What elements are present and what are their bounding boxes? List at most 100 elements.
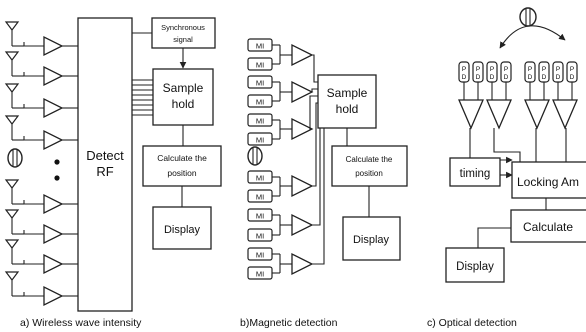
caption-c: c) Optical detection	[427, 317, 517, 329]
amplifier-icon	[24, 129, 78, 151]
calc-position-label-1-a: Calculate the	[157, 153, 207, 163]
ellipsis-dots	[54, 159, 60, 181]
amplifier-icon	[24, 193, 78, 215]
capsule-icon	[247, 146, 263, 166]
mi-sensor: MI	[247, 189, 273, 203]
mi-sensor: MI	[247, 247, 273, 261]
amplifier-icon	[291, 43, 314, 67]
antenna-icon	[4, 115, 25, 141]
amp-output-wire	[311, 88, 318, 92]
mi-sensor: MI	[247, 94, 273, 108]
calc-position-box-b	[331, 145, 408, 187]
photodiode-label: P	[476, 66, 480, 73]
amp1-to-lock-wire	[469, 128, 513, 164]
amplifier-icon	[524, 92, 550, 130]
amp-output-wire	[312, 54, 318, 83]
capsule-icon	[7, 148, 23, 168]
amplifier-row-c	[458, 92, 578, 130]
photodiode-label: P	[570, 66, 574, 73]
amplifier-icon	[291, 117, 314, 141]
mi-sensor: MI	[247, 75, 273, 89]
antenna-icon	[4, 271, 25, 297]
amplifier-icon	[291, 252, 314, 276]
timing-label: timing	[460, 168, 491, 180]
antenna-column	[4, 21, 25, 297]
mi-label: MI	[256, 193, 264, 202]
mi-label: MI	[256, 174, 264, 183]
photodiode-icon: PD	[552, 61, 564, 92]
mi-sensor: MI	[247, 113, 273, 127]
mi-sensor: MI	[247, 132, 273, 146]
display-box-c	[445, 247, 505, 283]
detect-rf-box	[77, 17, 133, 312]
calc-position-label-2-b: position	[355, 169, 383, 178]
photodiode-label: P	[528, 66, 532, 73]
amp-output-wire	[312, 116, 325, 265]
caption-a: a) Wireless wave intensity	[20, 317, 142, 329]
antenna-icon	[4, 179, 25, 205]
panel-a: Detect RF Synchronous signal Sample hold…	[4, 17, 222, 329]
mi-sensor: MI	[247, 266, 273, 280]
sample-hold-box-a	[152, 68, 214, 126]
amplifier-icon	[24, 65, 78, 87]
photodiode-label: D	[570, 74, 575, 81]
locking-amp-box	[511, 161, 586, 199]
amplifier-icon	[24, 35, 78, 57]
photodiode-label: D	[476, 74, 481, 81]
calc-to-display-wire-c	[477, 227, 511, 248]
photodiode-icon: PD	[566, 61, 578, 92]
amplifier-icon	[291, 174, 314, 198]
mi-sensor: MI	[247, 228, 273, 242]
sync-signal-label-2: signal	[173, 35, 193, 44]
display-box-a	[152, 206, 212, 250]
mi-label: MI	[256, 117, 264, 126]
photodiode-label: D	[528, 74, 533, 81]
photodiode-icon: PD	[472, 61, 484, 92]
antenna-icon	[4, 239, 25, 265]
detect-to-sample-bus	[132, 79, 153, 116]
curved-arrow-icon	[499, 25, 566, 49]
calc-position-box-a	[142, 145, 222, 187]
amplifier-icon	[486, 92, 512, 130]
calculate-box-c	[510, 209, 586, 243]
display-label-c: Display	[456, 261, 494, 273]
antenna-icon	[4, 21, 25, 47]
detect-rf-label-2: RF	[96, 164, 113, 179]
amp-output-wire	[309, 95, 318, 130]
antenna-icon	[4, 51, 25, 77]
display-box-b	[342, 216, 401, 261]
photodiode-label: P	[490, 66, 494, 73]
detect-rf-label-1: Detect	[86, 148, 124, 163]
mi-sensor: MI	[247, 57, 273, 71]
photodiode-icon: PD	[538, 61, 550, 92]
mi-label: MI	[256, 212, 264, 221]
mi-sensor: MI	[247, 170, 273, 184]
antenna-icon	[4, 83, 25, 109]
amplifier-icon	[24, 97, 78, 119]
amplifier-icon	[24, 285, 78, 307]
sync-signal-box	[151, 17, 216, 49]
antenna-icon	[4, 209, 25, 235]
mi-label: MI	[256, 61, 264, 70]
mi-label: MI	[256, 232, 264, 241]
photodiode-label: P	[542, 66, 546, 73]
amplifier-icon	[291, 213, 314, 237]
mi-label: MI	[256, 270, 264, 279]
mi-label: MI	[256, 251, 264, 260]
sensor-wiring-b	[272, 44, 325, 274]
photodiode-label: D	[490, 74, 495, 81]
photodiode-icon: PD	[500, 61, 512, 92]
calc-position-label-1-b: Calculate the	[346, 155, 393, 164]
sample-hold-label-2-b: hold	[336, 102, 359, 116]
display-label-b: Display	[353, 234, 390, 246]
sync-signal-label-1: Synchronous	[161, 23, 205, 32]
photodiode-label: P	[504, 66, 508, 73]
photodiode-icon: PD	[458, 61, 470, 92]
photodiode-label: D	[542, 74, 547, 81]
mi-sensor: MI	[247, 208, 273, 222]
amplifier-icon	[24, 223, 78, 245]
